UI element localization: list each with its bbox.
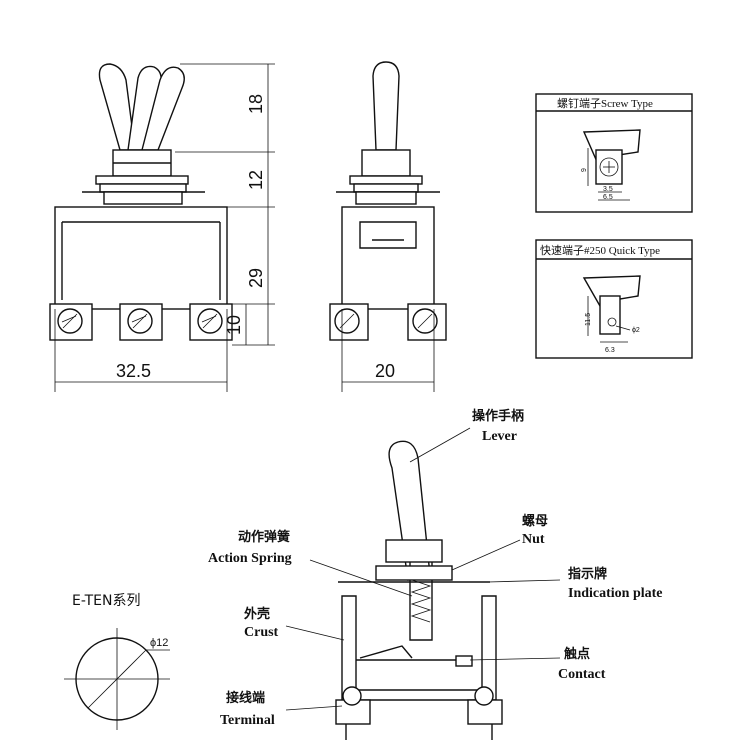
- contact-label-zh: 触点: [563, 646, 590, 662]
- dim-body-width: 32.5: [116, 361, 151, 381]
- dim-lever-height: 18: [246, 94, 266, 114]
- panel-hole-diagram: ϕ12: [64, 628, 170, 730]
- screw-type-box: 螺钉端子Screw Type 9 3.5 6.5: [535, 93, 693, 213]
- series-title: E-TEN系列: [72, 593, 140, 609]
- lever-label-zh: 操作手柄: [472, 408, 524, 424]
- terminal-label-en: Terminal: [220, 713, 275, 728]
- front-lever: [98, 63, 185, 151]
- nut-label-en: Nut: [522, 532, 545, 547]
- terminal-label-zh: 接线端: [226, 690, 265, 706]
- front-body: [54, 206, 228, 310]
- quick-dim-phi2: ϕ2: [632, 327, 640, 334]
- screw-dim-65: 6.5: [603, 194, 613, 201]
- screw-dim-9: 9: [581, 168, 588, 172]
- dim-side-width: 20: [375, 361, 395, 381]
- plate-label-zh: 指示牌: [568, 566, 607, 582]
- spring-label-zh: 动作弹簧: [238, 529, 290, 545]
- screw-dim-35: 3.5: [603, 186, 613, 193]
- dim-bushing-height: 12: [246, 170, 266, 190]
- plate-label-en: Indication plate: [568, 586, 663, 601]
- side-terminals: [329, 303, 447, 341]
- cross-section: [335, 440, 503, 740]
- front-terminals: [49, 303, 233, 341]
- side-lever: [372, 61, 400, 151]
- quick-type-box: 快速端子#250 Quick Type 11.5 ϕ2 6.3: [535, 239, 693, 359]
- dim-terminal-height: 10: [224, 315, 244, 335]
- spring-label-en: Action Spring: [208, 551, 292, 566]
- front-nut: [95, 175, 189, 185]
- leader-lines: [285, 427, 561, 711]
- front-view: 18 12 29 10 32.5: [49, 63, 275, 392]
- quick-dim-115: 11.5: [585, 313, 592, 326]
- hole-diameter: ϕ12: [150, 637, 168, 649]
- section-terminals: [335, 686, 503, 740]
- side-view: 20: [329, 61, 447, 392]
- crust-label-zh: 外壳: [243, 606, 270, 622]
- side-body: [341, 206, 435, 310]
- lever-label-en: Lever: [482, 429, 517, 444]
- crust-label-en: Crust: [244, 625, 279, 640]
- screw-type-title: 螺钉端子Screw Type: [557, 97, 653, 110]
- quick-type-title: 快速端子#250 Quick Type: [540, 244, 660, 257]
- quick-dim-63: 6.3: [605, 347, 615, 354]
- contact-label-en: Contact: [558, 667, 606, 682]
- nut-label-zh: 螺母: [522, 513, 548, 529]
- dim-body-height: 29: [246, 268, 266, 288]
